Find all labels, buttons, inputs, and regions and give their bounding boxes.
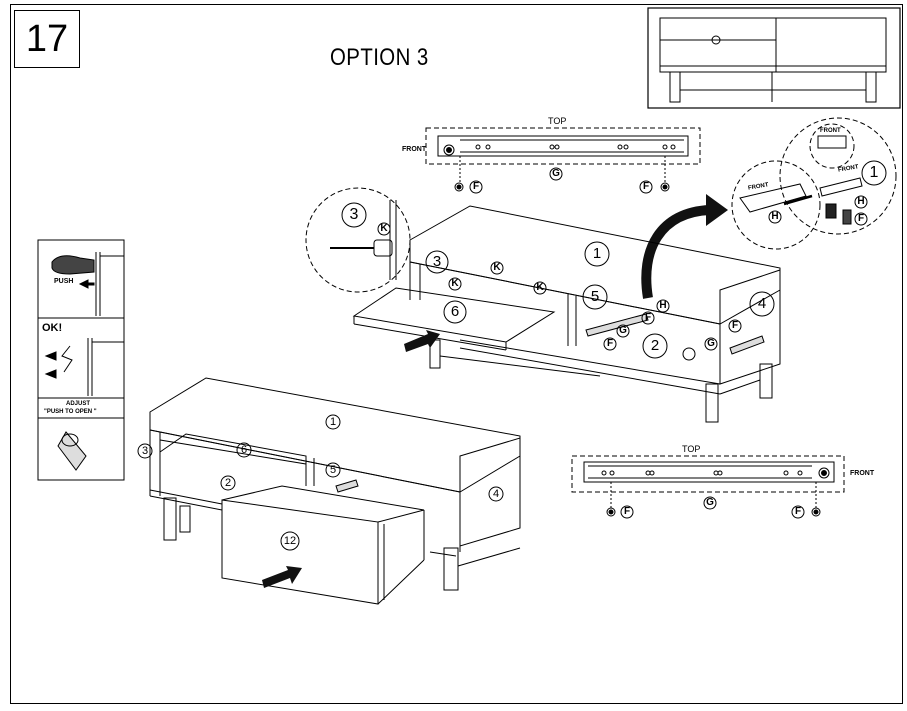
rail-top-hw-left: F xyxy=(472,181,480,192)
upper-hw-g2: G xyxy=(707,338,715,349)
rail-bottom-hw-right: F xyxy=(794,506,802,517)
push-label: PUSH xyxy=(54,278,74,285)
lower-part-1: 1 xyxy=(329,416,337,428)
detail-part-3: 3 xyxy=(349,206,359,223)
page-title: OPTION 3 xyxy=(330,44,429,71)
upper-hw-g1: G xyxy=(619,325,627,336)
upper-hw-f3: F xyxy=(731,320,739,331)
rail-top-label-top: TOP xyxy=(548,116,567,126)
adjust-label-2: "PUSH TO OPEN " xyxy=(44,409,97,415)
detail-part-1: 1 xyxy=(869,164,879,181)
rail-top-label-front: FRONT xyxy=(402,146,427,153)
detail-hw-h2: H xyxy=(857,196,865,207)
ok-label: OK! xyxy=(42,322,63,334)
upper-hw-k3: K xyxy=(536,282,544,293)
upper-part-3: 3 xyxy=(432,253,442,270)
upper-part-4: 4 xyxy=(757,295,767,312)
rail-bottom-hw-left: F xyxy=(623,506,631,517)
page-border xyxy=(10,4,903,704)
rail-bottom-label-top: TOP xyxy=(682,444,701,454)
detail-front-a: FRONT xyxy=(820,128,841,134)
upper-hw-h: H xyxy=(659,300,667,311)
upper-hw-k2: K xyxy=(451,278,459,289)
rail-bottom-label-front: FRONT xyxy=(850,470,875,477)
lower-part-2: 2 xyxy=(224,477,232,489)
detail-hw-k: K xyxy=(380,223,388,234)
lower-part-6: 6 xyxy=(240,444,248,456)
upper-hw-f2: F xyxy=(606,338,614,349)
upper-hw-f1: F xyxy=(644,312,652,323)
upper-part-2: 2 xyxy=(650,337,660,354)
rail-bottom-hw-center: G xyxy=(706,497,714,508)
lower-part-4: 4 xyxy=(492,488,500,500)
rail-top-hw-right: F xyxy=(642,181,650,192)
upper-part-6: 6 xyxy=(450,303,460,320)
upper-part-1: 1 xyxy=(592,245,602,262)
adjust-label-1: ADJUST xyxy=(66,401,91,407)
lower-part-12: 12 xyxy=(283,535,297,547)
upper-part-5: 5 xyxy=(590,288,600,305)
lower-part-5: 5 xyxy=(329,464,337,476)
step-number: 17 xyxy=(14,10,80,68)
lower-part-3: 3 xyxy=(141,445,149,457)
upper-hw-k1: K xyxy=(493,262,501,273)
rail-top-hw-center: G xyxy=(552,168,560,179)
detail-hw-f: F xyxy=(857,213,865,224)
detail-hw-h1: H xyxy=(771,211,779,222)
